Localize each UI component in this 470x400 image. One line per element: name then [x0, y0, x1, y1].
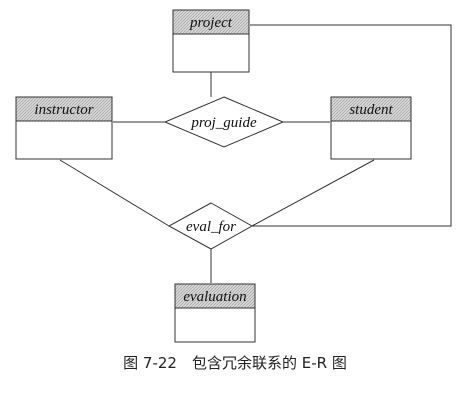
- figure-caption: 图 7-22 包含冗余联系的 E-R 图: [123, 354, 347, 372]
- entity-student: student: [330, 96, 412, 160]
- line-student-eval-for: [251, 159, 375, 227]
- entity-project-header: [172, 9, 250, 35]
- line-project-eval-for: [250, 24, 452, 227]
- entity-project: project: [172, 9, 250, 73]
- entity-evaluation-header: [174, 283, 256, 309]
- relationship-proj-guide-label: proj_guide: [190, 115, 257, 131]
- entity-project-title: project: [189, 15, 233, 31]
- entity-evaluation-title: evaluation: [183, 289, 246, 305]
- entity-instructor-body: [15, 120, 113, 160]
- entity-project-body: [172, 33, 250, 73]
- er-diagram-canvas: project instructor student evaluation pr…: [15, 9, 452, 343]
- relationship-eval-for-diamond: [167, 202, 254, 250]
- relationship-eval-for-label: eval_for: [186, 219, 236, 235]
- entity-student-body: [330, 120, 412, 160]
- relationship-eval-for: eval_for: [167, 202, 254, 250]
- entity-evaluation: evaluation: [174, 283, 256, 343]
- relationship-proj-guide-diamond: [163, 96, 285, 148]
- line-instructor-eval-for: [59, 159, 170, 227]
- entity-evaluation-body: [174, 307, 256, 343]
- entity-student-title: student: [349, 102, 393, 118]
- entity-instructor: instructor: [15, 96, 113, 160]
- relationship-proj-guide: proj_guide: [163, 96, 285, 148]
- entity-instructor-title: instructor: [34, 102, 93, 118]
- entity-student-header: [330, 96, 412, 122]
